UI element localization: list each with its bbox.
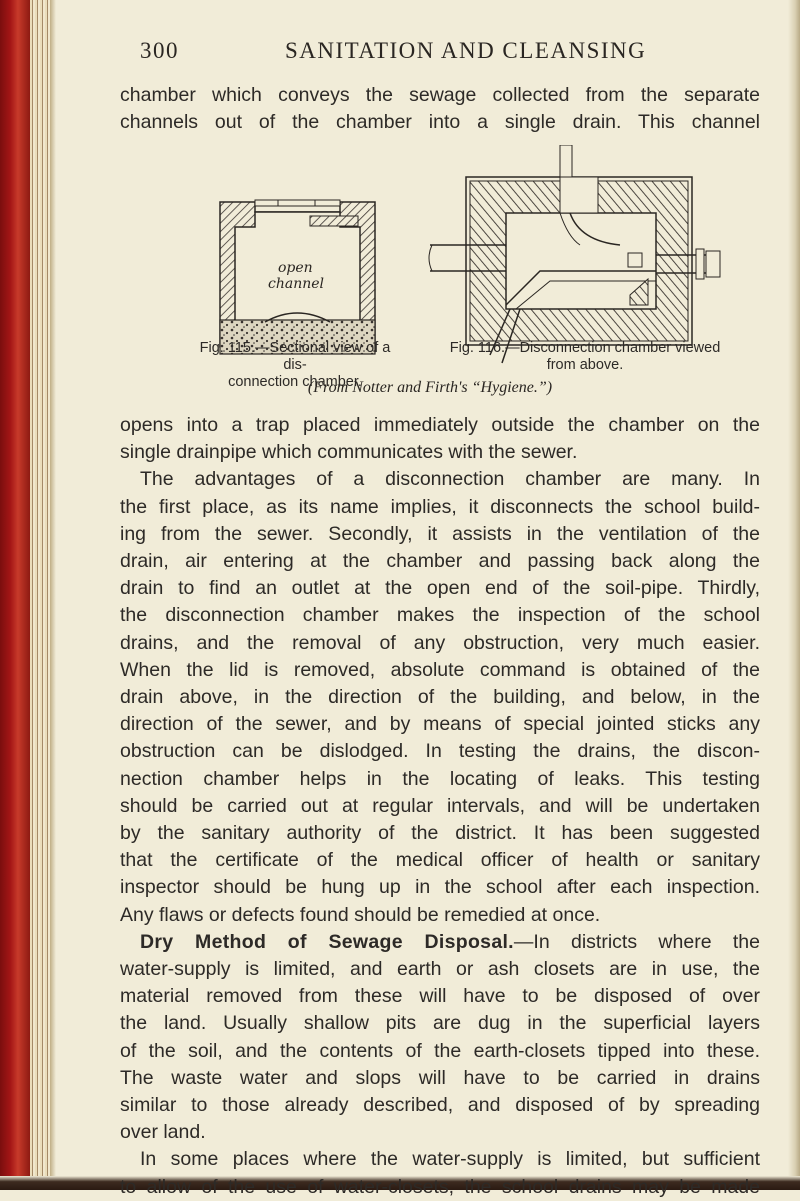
book-spine xyxy=(0,0,30,1190)
text-line: drain, air entering at the chamber and p… xyxy=(120,550,760,573)
text-line: ing from the sewer. Secondly, it assists… xyxy=(120,522,760,545)
text-line: by the sanitary authority of the distric… xyxy=(120,822,760,845)
figure-115-caption: Fig. 115.—Sectional view of a dis- conne… xyxy=(190,340,400,391)
text-line: In some places where the water-supply is… xyxy=(140,1148,760,1171)
text-line: the land. Usually shallow pits are dug i… xyxy=(120,1012,760,1035)
caption-line: Fig. 116.—Disconnection chamber viewed xyxy=(449,340,721,356)
text-line: opens into a trap placed immediately out… xyxy=(120,414,760,436)
text-line: obstruction can be dislodged. In testing… xyxy=(120,740,760,763)
figure-116-caption: Fig. 116.—Disconnection chamber viewed f… xyxy=(430,340,740,374)
figure-115-sectional-view: open channel xyxy=(219,199,376,355)
figure-116-plan-view xyxy=(428,145,721,364)
text-line: The waste water and slops will have to b… xyxy=(120,1066,760,1089)
right-page-edge xyxy=(788,0,800,1190)
intro-paragraph: chamber which conveys the sewage collect… xyxy=(120,82,760,136)
text-line: single drainpipe which communicates with… xyxy=(120,441,578,464)
text-line: the first place, as its name implies, it… xyxy=(120,495,760,518)
text-line: material removed from these will have to… xyxy=(120,985,760,1008)
text-line: should be carried out at regular interva… xyxy=(120,794,760,817)
page-edges xyxy=(30,0,50,1190)
text-line: When the lid is removed, absolute comman… xyxy=(120,658,760,681)
page-number: 300 xyxy=(140,38,179,63)
gutter-shadow xyxy=(50,0,56,1190)
text-line: that the certificate of the medical offi… xyxy=(120,849,760,872)
section-heading-rest: —In districts where the xyxy=(513,930,760,953)
caption-line: Fig. 115.—Sectional view of a dis- xyxy=(199,340,391,373)
figure-label-line: open xyxy=(278,260,313,276)
text-line: direction of the sewer, and by means of … xyxy=(120,713,760,736)
bottom-page-edge xyxy=(0,1176,800,1190)
text-line: inspector should be hung up in the schoo… xyxy=(120,876,760,899)
text-line: channels out of the chamber into a singl… xyxy=(120,111,760,134)
figure-label-line: channel xyxy=(268,276,324,292)
text-line: over land. xyxy=(120,1121,206,1144)
text-line: water-supply is limited, and earth or as… xyxy=(120,958,760,981)
text-line: nection chamber helps in the locating of… xyxy=(120,767,760,790)
text-line: similar to those already described, and … xyxy=(120,1094,760,1117)
body-text: opens into a trap placed immediately out… xyxy=(120,412,760,1201)
text-line: Any flaws or defects found should be rem… xyxy=(120,903,601,926)
caption-line: connection chamber. xyxy=(228,374,362,390)
text-line: the disconnection chamber makes the insp… xyxy=(120,604,760,627)
text-line: drain to find an outlet at the open end … xyxy=(120,577,760,600)
caption-line: from above. xyxy=(546,357,624,373)
text-line: chamber which conveys the sewage collect… xyxy=(120,84,760,106)
text-line: of the soil, and the contents of the ear… xyxy=(120,1039,760,1062)
text-line: The advantages of a disconnection chambe… xyxy=(140,468,760,491)
text-line: drain above, in the direction of the bui… xyxy=(120,686,760,709)
running-title: SANITATION AND CLEANSING xyxy=(285,38,647,63)
text-line: to allow of the use of water-closets, th… xyxy=(120,1175,760,1198)
section-first-line: Dry Method of Sewage Disposal.—In distri… xyxy=(120,929,760,956)
figure-credit: (From Notter and Firth's “Hygiene.”) xyxy=(307,379,553,396)
section-heading: Dry Method of Sewage Disposal. xyxy=(140,930,514,953)
text-line: drains, and the removal of any obstructi… xyxy=(120,631,760,654)
